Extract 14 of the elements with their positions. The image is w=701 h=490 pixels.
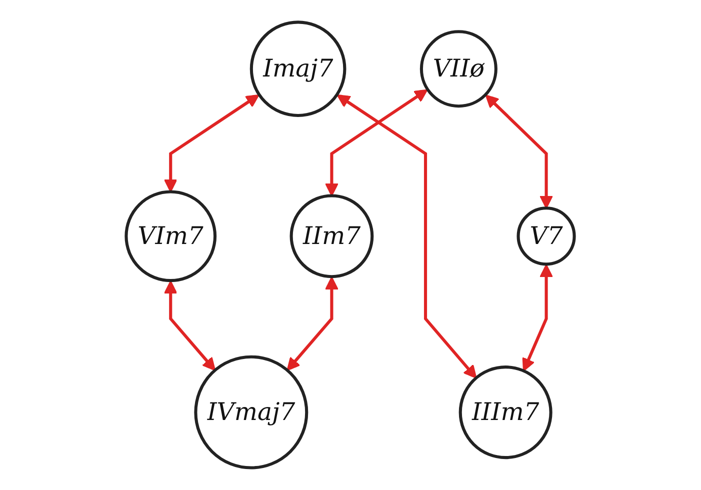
chord-circle: VIm7 [124,190,217,282]
double-arrow [325,89,428,196]
double-arrow [486,94,554,209]
double-arrow [522,264,554,372]
chord-circle: VIIø [420,30,498,108]
double-arrow [337,94,478,379]
chord-circle: V7 [517,206,576,266]
double-arrow [164,280,216,371]
double-arrow [286,276,339,371]
chord-circle: IIm7 [290,194,374,278]
chord-circle: Imaj7 [250,20,346,118]
chord-circle: IVmaj7 [194,355,308,470]
double-arrow [164,94,260,192]
chord-circle: IIIm7 [459,366,553,460]
